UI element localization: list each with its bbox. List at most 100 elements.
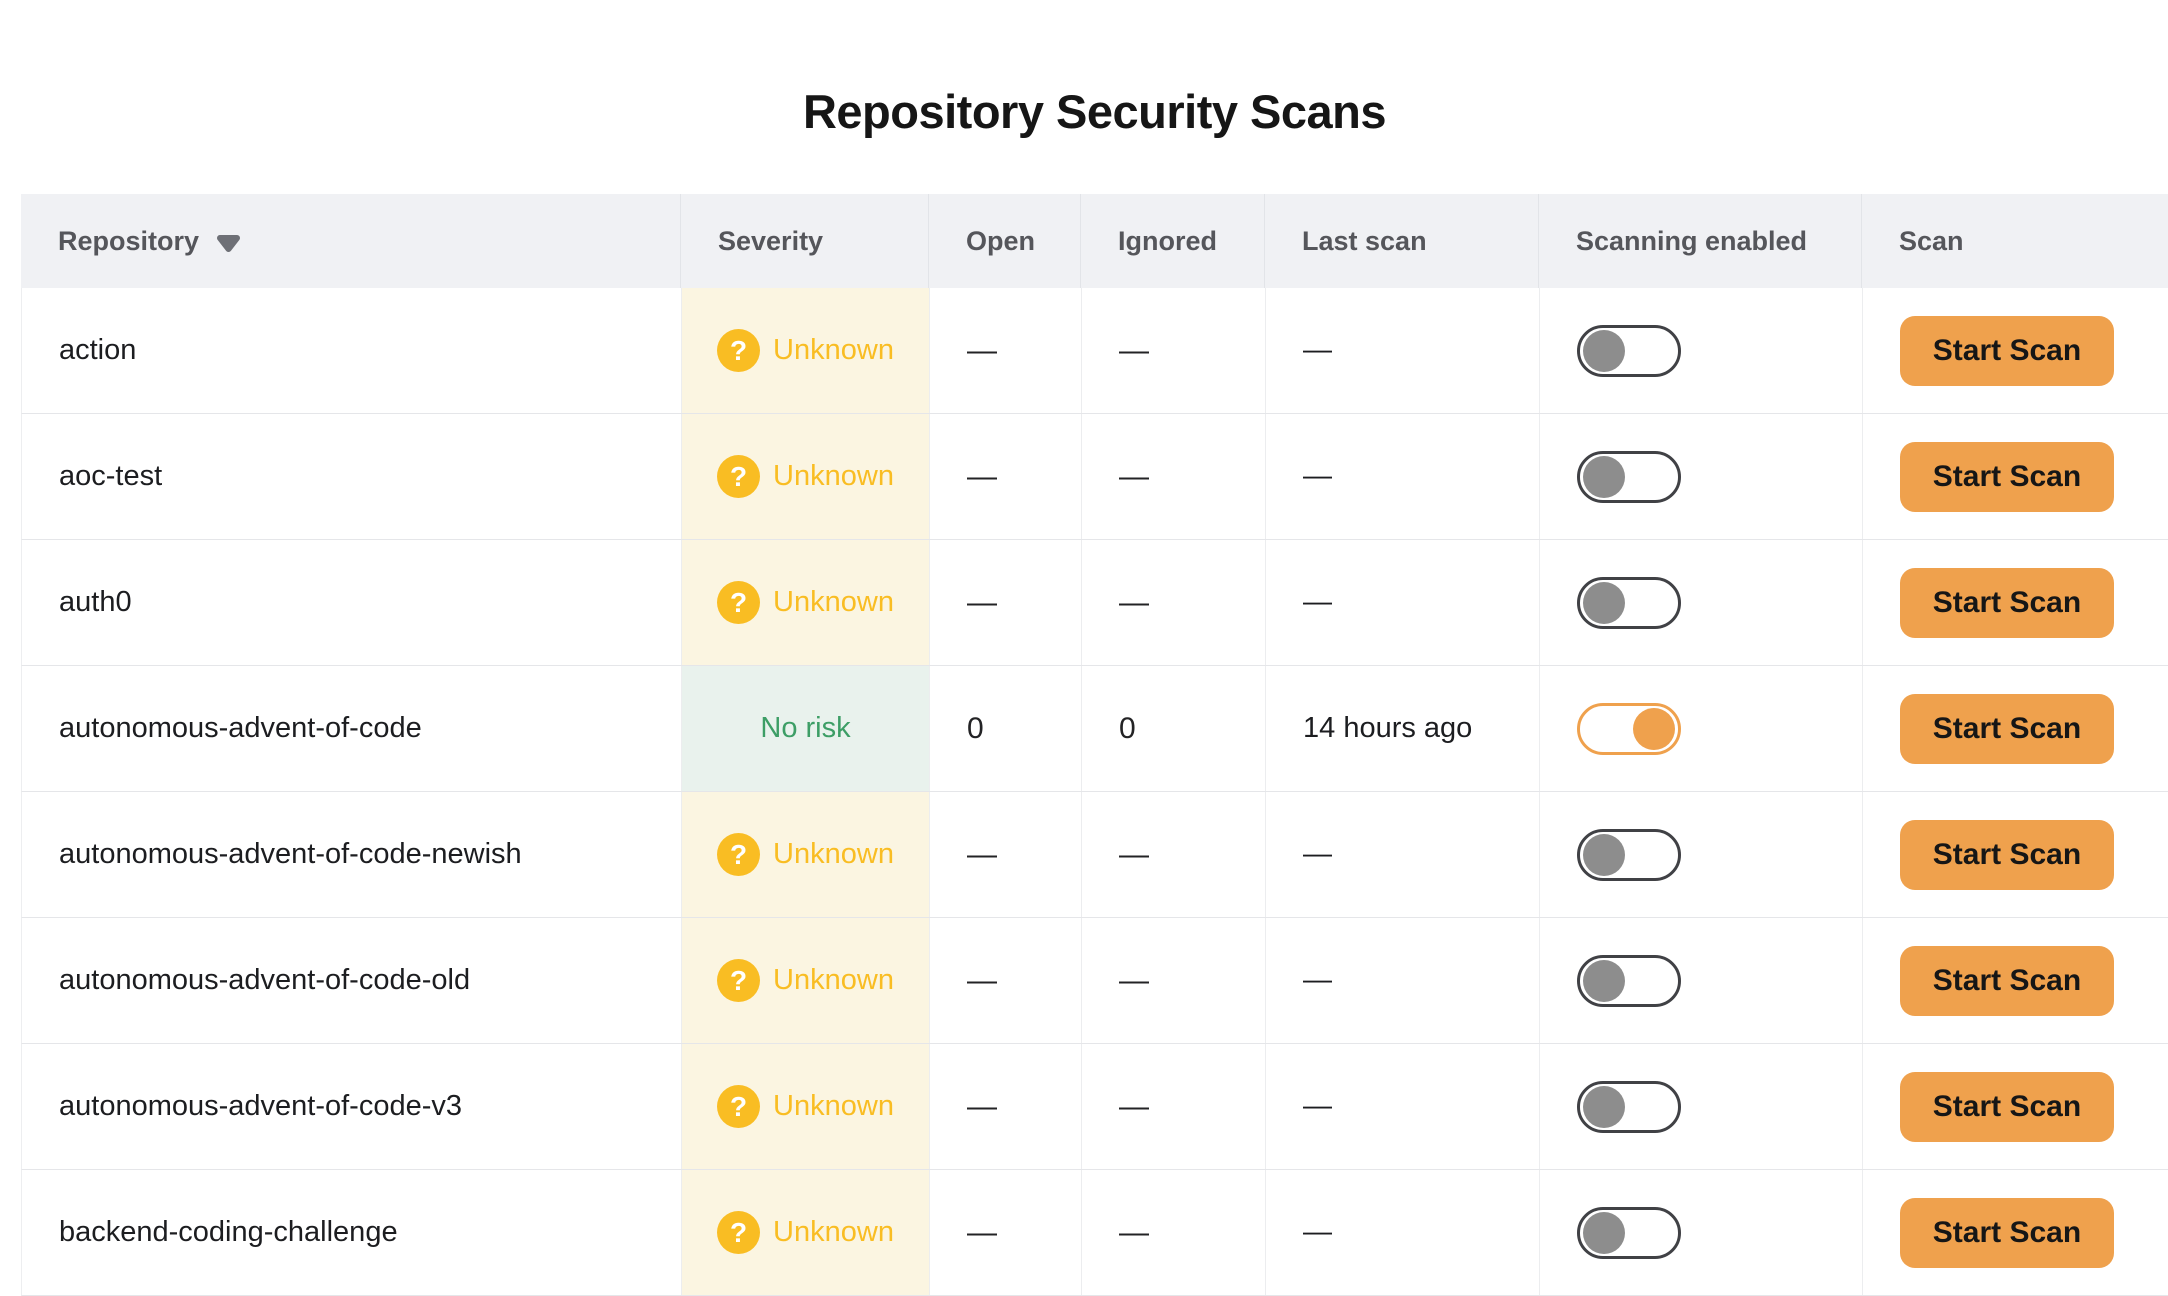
table-body: action ? Unknown — — — Start Scan aoc-te… [21, 288, 2168, 1296]
toggle-knob [1583, 1211, 1625, 1254]
question-mark-icon: ? [717, 455, 761, 498]
table-row: autonomous-advent-of-code-newish ? Unkno… [21, 792, 2168, 918]
ignored-count: — [1082, 288, 1266, 413]
question-mark-icon: ? [717, 959, 761, 1002]
start-scan-button[interactable]: Start Scan [1900, 567, 2114, 638]
severity-label: Unknown [773, 334, 894, 366]
start-scan-button[interactable]: Start Scan [1900, 819, 2114, 890]
column-header-repository[interactable]: Repository [21, 194, 681, 288]
scanning-enabled-cell [1540, 414, 1863, 539]
question-mark-icon: ? [717, 581, 761, 624]
severity-badge: ? Unknown [682, 288, 930, 413]
start-scan-button[interactable]: Start Scan [1900, 1197, 2114, 1268]
start-scan-button[interactable]: Start Scan [1900, 441, 2114, 512]
repo-name: autonomous-advent-of-code-newish [22, 792, 682, 917]
last-scan-value: — [1266, 792, 1540, 917]
repo-name: aoc-test [22, 414, 682, 539]
scanning-enabled-toggle[interactable] [1577, 1080, 1681, 1133]
question-mark-icon: ? [717, 329, 761, 372]
last-scan-value: — [1266, 1044, 1540, 1169]
table-row: auth0 ? Unknown — — — Start Scan [21, 540, 2168, 666]
open-count: — [930, 288, 1082, 413]
last-scan-value: 14 hours ago [1266, 666, 1540, 791]
scan-cell: Start Scan [1863, 414, 2168, 539]
column-header-open: Open [929, 194, 1081, 288]
toggle-knob [1583, 1085, 1625, 1128]
repo-name: autonomous-advent-of-code-old [22, 918, 682, 1043]
start-scan-button[interactable]: Start Scan [1900, 693, 2114, 764]
column-header-last-scan: Last scan [1265, 194, 1539, 288]
repo-name: auth0 [22, 540, 682, 665]
table-row: backend-coding-challenge ? Unknown — — —… [21, 1170, 2168, 1296]
open-count: — [930, 414, 1082, 539]
open-count: — [930, 540, 1082, 665]
scan-cell: Start Scan [1863, 666, 2168, 791]
severity-label: Unknown [773, 838, 894, 870]
table-row: aoc-test ? Unknown — — — Start Scan [21, 414, 2168, 540]
open-count: — [930, 1170, 1082, 1295]
column-header-scanning-enabled: Scanning enabled [1539, 194, 1862, 288]
scanning-enabled-toggle[interactable] [1577, 828, 1681, 881]
column-header-severity: Severity [681, 194, 929, 288]
ignored-count: — [1082, 792, 1266, 917]
question-mark-icon: ? [717, 833, 761, 876]
repo-name: autonomous-advent-of-code-v3 [22, 1044, 682, 1169]
scan-cell: Start Scan [1863, 918, 2168, 1043]
severity-badge: ? Unknown [682, 1044, 930, 1169]
severity-badge: ? Unknown [682, 792, 930, 917]
column-header-ignored: Ignored [1081, 194, 1265, 288]
scanning-enabled-toggle[interactable] [1577, 954, 1681, 1007]
ignored-count: — [1082, 1170, 1266, 1295]
ignored-count: — [1082, 540, 1266, 665]
last-scan-value: — [1266, 1170, 1540, 1295]
scanning-enabled-cell [1540, 540, 1863, 665]
scanning-enabled-toggle[interactable] [1577, 576, 1681, 629]
severity-label: Unknown [773, 460, 894, 492]
open-count: — [930, 1044, 1082, 1169]
start-scan-button[interactable]: Start Scan [1900, 945, 2114, 1016]
scanning-enabled-toggle[interactable] [1577, 450, 1681, 503]
scanning-enabled-toggle[interactable] [1577, 1206, 1681, 1259]
start-scan-button[interactable]: Start Scan [1900, 315, 2114, 386]
table-row: action ? Unknown — — — Start Scan [21, 288, 2168, 414]
scanning-enabled-toggle[interactable] [1577, 324, 1681, 377]
severity-label: No risk [760, 712, 851, 744]
ignored-count: — [1082, 1044, 1266, 1169]
scan-cell: Start Scan [1863, 1170, 2168, 1295]
start-scan-button[interactable]: Start Scan [1900, 1071, 2114, 1142]
last-scan-value: — [1266, 918, 1540, 1043]
question-mark-icon: ? [717, 1211, 761, 1254]
repo-name: action [22, 288, 682, 413]
sort-desc-triangle-icon [215, 233, 242, 254]
severity-badge: ? Unknown [682, 1170, 930, 1295]
scanning-enabled-toggle[interactable] [1577, 702, 1681, 755]
scanning-enabled-cell [1540, 288, 1863, 413]
last-scan-value: — [1266, 540, 1540, 665]
ignored-count: — [1082, 918, 1266, 1043]
ignored-count: — [1082, 414, 1266, 539]
scanning-enabled-cell [1540, 1044, 1863, 1169]
open-count: 0 [930, 666, 1082, 791]
scanning-enabled-cell [1540, 666, 1863, 791]
column-header-scan: Scan [1899, 225, 1964, 256]
scan-cell: Start Scan [1863, 288, 2168, 413]
severity-badge: ? Unknown [682, 540, 930, 665]
scan-cell: Start Scan [1863, 1044, 2168, 1169]
table-row: autonomous-advent-of-code-old ? Unknown … [21, 918, 2168, 1044]
repo-name: backend-coding-challenge [22, 1170, 682, 1295]
scan-cell: Start Scan [1863, 540, 2168, 665]
severity-label: Unknown [773, 964, 894, 996]
open-count: — [930, 792, 1082, 917]
toggle-knob [1583, 455, 1625, 498]
question-mark-icon: ? [717, 1085, 761, 1128]
severity-label: Unknown [773, 586, 894, 618]
severity-badge: ? Unknown [682, 414, 930, 539]
toggle-knob [1633, 707, 1675, 750]
severity-badge: ? Unknown [682, 918, 930, 1043]
severity-badge: No risk [682, 666, 930, 791]
table-header: Repository Severity Open Ignored Last sc… [21, 194, 2168, 288]
last-scan-value: — [1266, 414, 1540, 539]
repo-name: autonomous-advent-of-code [22, 666, 682, 791]
scanning-enabled-cell [1540, 918, 1863, 1043]
severity-label: Unknown [773, 1090, 894, 1122]
